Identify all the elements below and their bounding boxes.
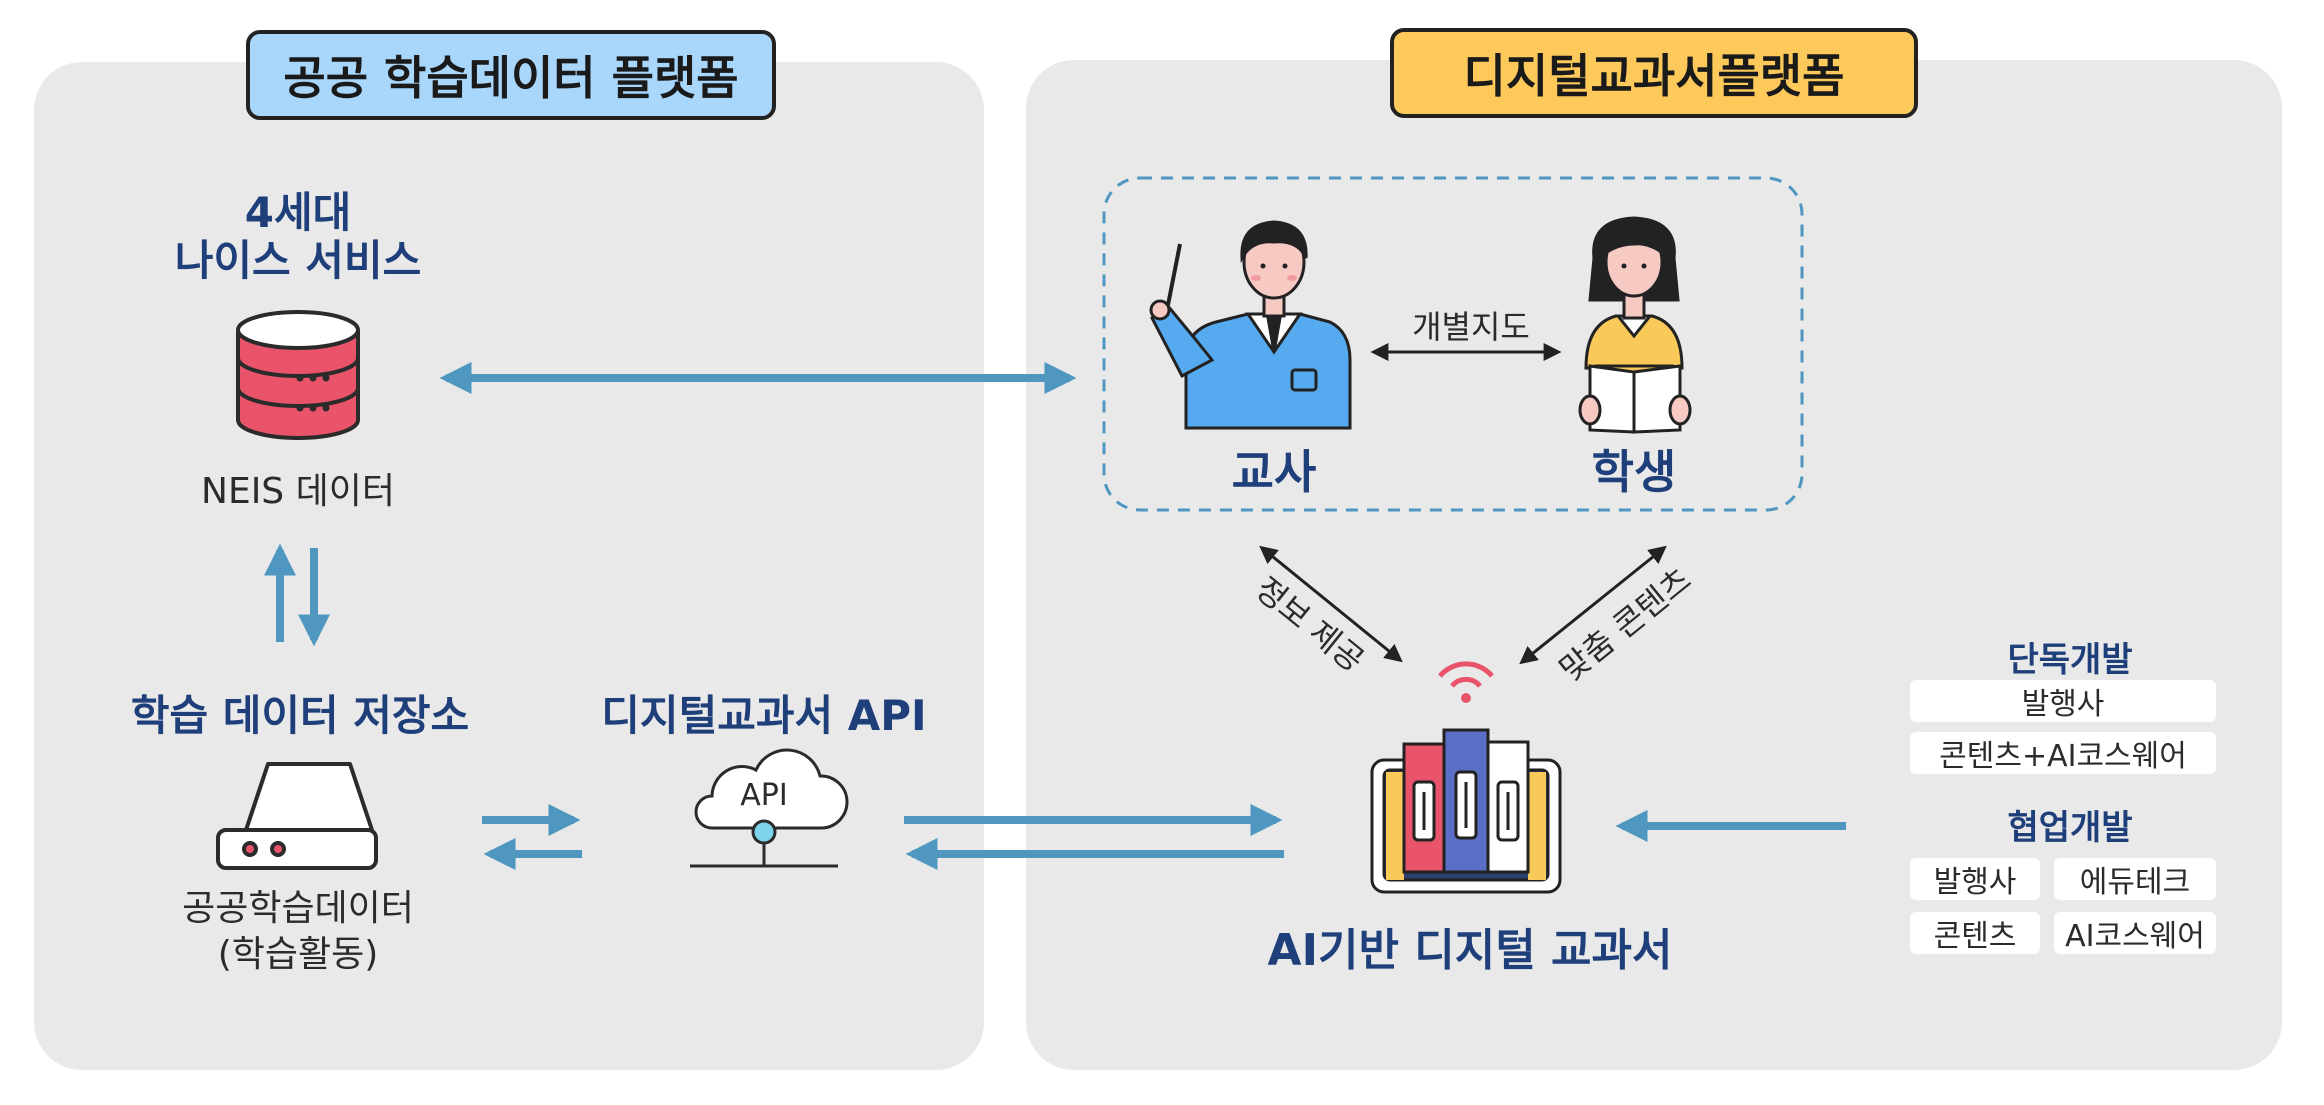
learning-data-storage-title: 학습 데이터 저장소	[130, 691, 470, 740]
info-provision-arrow	[1259, 545, 1403, 663]
learning-activity-label: (학습활동)	[217, 934, 379, 975]
collab-dev-item: 콘텐츠	[1910, 912, 2040, 954]
digital-textbook-api-title: 디지털교과서 API	[601, 691, 927, 740]
teacher-icon	[1149, 220, 1352, 430]
individual-guidance-label: 개별지도	[1412, 308, 1530, 346]
student-label: 학생	[1591, 445, 1677, 499]
storage-drive-icon	[216, 762, 378, 870]
ai-textbook-icon	[1370, 661, 1562, 894]
public-data-platform-panel	[34, 62, 984, 1070]
api-icon-text: API	[740, 778, 788, 813]
collab-dev-item: 발행사	[1910, 858, 2040, 900]
collab-dev-title: 협업개발	[2007, 808, 2133, 848]
collab-dev-item: 에듀테크	[2054, 858, 2216, 900]
solo-dev-item: 발행사	[1910, 680, 2216, 722]
data-flow-arrows	[264, 362, 1846, 870]
relation-arrows	[1259, 343, 1667, 665]
digital-textbook-platform-title: 디지털교과서플랫폼	[1390, 28, 1918, 118]
public-data-platform-title: 공공 학습데이터 플랫폼	[246, 30, 776, 120]
ai-digital-textbook-title: AI기반 디지털 교과서	[1267, 925, 1673, 976]
teacher-label: 교사	[1231, 445, 1317, 499]
api-cloud-icon	[690, 748, 849, 868]
solo-dev-item: 콘텐츠+AI코스웨어	[1910, 732, 2216, 774]
neis-title-line1: 4세대	[244, 188, 352, 237]
database-icon	[236, 310, 360, 440]
student-icon	[1578, 216, 1692, 434]
neis-title-line2: 나이스 서비스	[174, 236, 422, 285]
collab-dev-item: AI코스웨어	[2054, 912, 2216, 954]
solo-dev-title: 단독개발	[2007, 640, 2133, 680]
custom-content-arrow	[1519, 545, 1667, 665]
teacher-student-group	[1102, 176, 1804, 512]
neis-data-label: NEIS 데이터	[201, 471, 395, 512]
public-learning-data-label: 공공학습데이터	[182, 888, 414, 929]
